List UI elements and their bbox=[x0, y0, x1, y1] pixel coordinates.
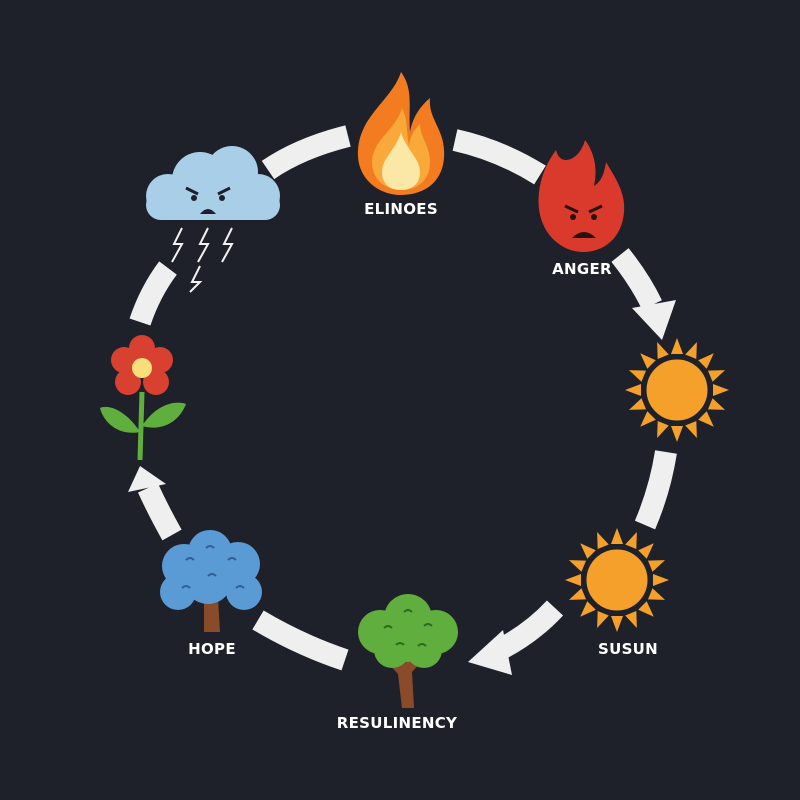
node-storm-cloud bbox=[146, 146, 280, 293]
arrowhead-anger-to-sun bbox=[632, 300, 676, 340]
sun-disc bbox=[643, 356, 711, 424]
cloud-eye-right bbox=[219, 195, 225, 201]
flower-petals bbox=[111, 335, 173, 395]
arc-anger-to-sun bbox=[611, 248, 662, 310]
node-green-tree: RESULINENCY bbox=[337, 594, 458, 732]
flower-center bbox=[132, 358, 152, 378]
arc-sun-to-sun bbox=[634, 450, 677, 530]
arrowhead-sun-to-tree bbox=[468, 630, 512, 675]
node-sun-bottom: SUSUN bbox=[565, 528, 669, 658]
arc-tree-to-tree bbox=[252, 610, 349, 671]
flower-leaf-right bbox=[142, 402, 186, 428]
node-flower bbox=[100, 335, 186, 461]
cloud-body bbox=[146, 146, 280, 220]
tree-canopy-lines bbox=[383, 609, 433, 647]
cloud-brow-left bbox=[185, 186, 199, 196]
node-label-sun-bottom: SUSUN bbox=[598, 640, 658, 658]
angry-brow-left bbox=[564, 204, 579, 214]
lightning-bolts bbox=[171, 227, 234, 293]
flame-inner bbox=[382, 132, 420, 190]
arc-tree-to-flower bbox=[137, 483, 182, 541]
angry-flame-body bbox=[538, 140, 625, 252]
sun-disc bbox=[583, 546, 651, 614]
node-label-blue-tree: HOPE bbox=[188, 640, 236, 658]
blue-tree-icon bbox=[160, 530, 262, 632]
tree-canopy bbox=[358, 594, 458, 668]
node-label-flame: ELINOES bbox=[364, 200, 438, 218]
arc-flame-to-anger bbox=[452, 129, 546, 185]
node-flame: ELINOES bbox=[357, 72, 445, 218]
sun-icon bbox=[565, 528, 669, 632]
angry-eye-right bbox=[591, 214, 597, 220]
cloud-brow-right bbox=[217, 186, 231, 196]
arrowhead-tree-to-flower bbox=[128, 466, 166, 492]
sun-icon bbox=[625, 338, 729, 442]
arc-flower-to-cloud bbox=[129, 261, 177, 326]
tree-canopy-lines bbox=[181, 545, 245, 589]
angry-brow-right bbox=[588, 204, 603, 214]
angry-storm-cloud-icon bbox=[146, 146, 280, 293]
angry-mouth bbox=[572, 232, 596, 238]
flame-icon bbox=[357, 72, 445, 195]
node-label-anger: ANGER bbox=[552, 260, 612, 278]
flower-stem bbox=[137, 391, 145, 461]
cycle-ring bbox=[128, 125, 677, 675]
angry-flame-icon bbox=[538, 140, 625, 252]
sun-rays bbox=[565, 528, 669, 632]
node-anger: ANGER bbox=[538, 140, 625, 278]
cloud-mouth bbox=[200, 209, 216, 214]
node-label-green-tree: RESULINENCY bbox=[337, 714, 458, 732]
sun-rays bbox=[625, 338, 729, 442]
green-tree-icon bbox=[358, 594, 458, 708]
flower-icon bbox=[100, 335, 186, 461]
flower-leaf-left bbox=[100, 406, 140, 433]
node-sun-top bbox=[625, 338, 729, 442]
node-blue-tree: HOPE bbox=[160, 530, 262, 658]
tree-canopy bbox=[160, 530, 262, 610]
angry-eye-left bbox=[570, 214, 576, 220]
arc-cloud-to-flame bbox=[261, 125, 351, 180]
cloud-eye-left bbox=[191, 195, 197, 201]
